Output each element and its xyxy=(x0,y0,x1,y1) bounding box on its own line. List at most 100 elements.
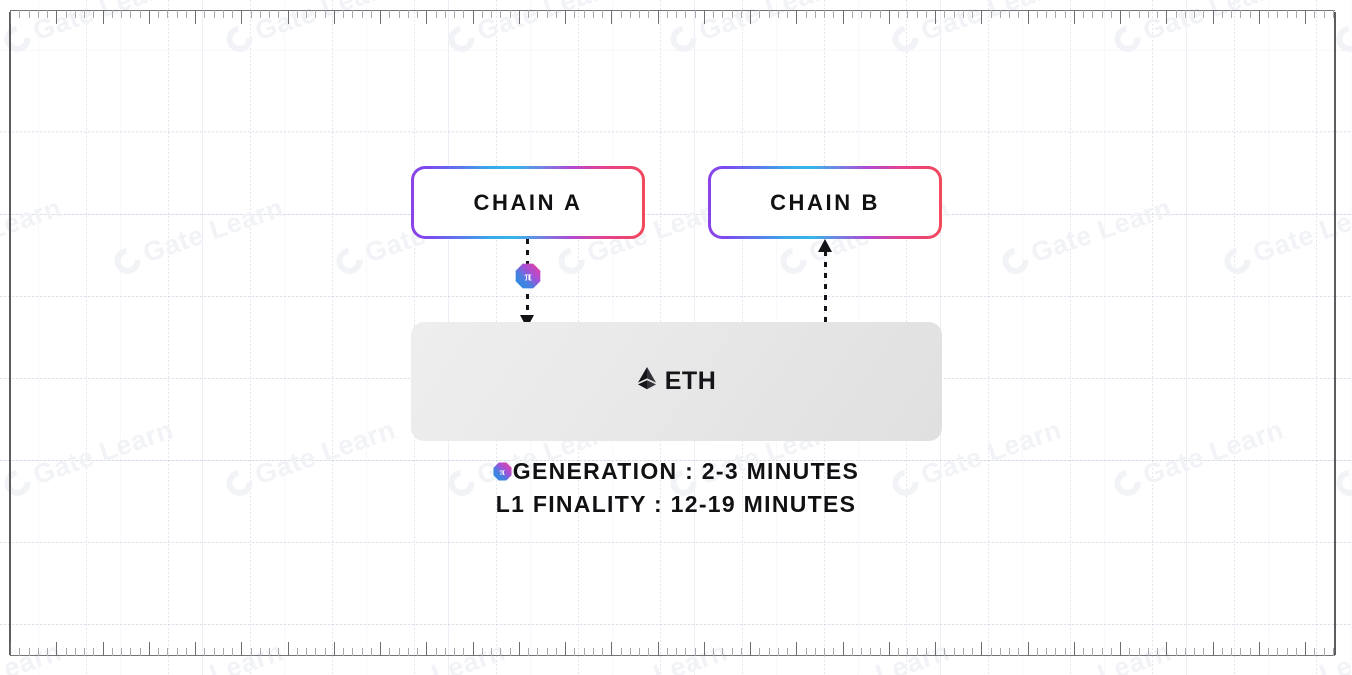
polygon-pi-icon: π xyxy=(515,263,541,289)
ruler-tick xyxy=(222,10,224,18)
ruler-tick xyxy=(611,10,613,24)
ruler-tick xyxy=(176,648,178,656)
ruler-tick xyxy=(731,648,733,656)
edge-eth-to-chain-b xyxy=(815,239,835,331)
node-eth[interactable]: ETH xyxy=(411,322,942,441)
node-eth-label: ETH xyxy=(664,367,717,395)
ruler-tick xyxy=(500,10,502,18)
gate-g-icon xyxy=(109,242,146,279)
ruler-tick xyxy=(232,648,233,656)
node-chain-b-inner: CHAIN B xyxy=(711,169,939,236)
ruler-tick xyxy=(19,648,21,656)
ruler-tick xyxy=(324,10,326,18)
node-chain-a[interactable]: CHAIN A xyxy=(411,166,645,239)
ruler-tick xyxy=(1277,648,1279,656)
ruler-tick xyxy=(278,10,280,18)
caption-line-2: L1 FINALITY : 12-19 MINUTES xyxy=(0,488,1352,521)
ruler-tick xyxy=(19,10,21,18)
ruler-tick xyxy=(1184,648,1186,656)
node-chain-b[interactable]: CHAIN B xyxy=(708,166,942,239)
ruler-tick xyxy=(1120,10,1121,24)
ruler-tick xyxy=(417,10,418,18)
ruler-tick xyxy=(1332,10,1334,18)
ruler-tick xyxy=(888,10,890,24)
caption-line-1: π GENERATION : 2-3 MINUTES xyxy=(0,455,1352,488)
ruler-tick xyxy=(444,10,446,18)
ruler-tick xyxy=(389,648,391,656)
ruler-bottom xyxy=(10,634,1335,656)
gate-g-icon xyxy=(1219,242,1256,279)
ruler-tick xyxy=(481,648,483,656)
ruler-tick xyxy=(787,648,788,656)
ruler-tick xyxy=(1295,10,1297,18)
ruler-tick xyxy=(1323,648,1325,656)
ruler-tick xyxy=(1064,648,1066,656)
ruler-tick xyxy=(1073,642,1075,656)
svg-text:π: π xyxy=(524,269,531,284)
ruler-tick xyxy=(972,648,973,656)
ruler-tick xyxy=(417,648,418,656)
ruler-tick xyxy=(1305,10,1306,24)
ruler-tick xyxy=(907,648,909,656)
arrow-head-up-icon xyxy=(818,239,832,252)
ruler-tick xyxy=(241,642,243,656)
ruler-tick xyxy=(759,10,761,18)
ruler-tick xyxy=(1018,648,1020,656)
ruler-tick xyxy=(1314,10,1316,18)
watermark: Gate Learn xyxy=(109,192,288,279)
ruler-tick xyxy=(1286,10,1288,18)
ruler-tick xyxy=(555,10,557,18)
ruler-tick xyxy=(380,642,381,656)
ruler-tick xyxy=(176,10,178,18)
ruler-tick xyxy=(195,10,196,24)
ruler-tick xyxy=(250,648,252,656)
ruler-tick xyxy=(574,10,576,18)
ruler-tick xyxy=(185,648,187,656)
ruler-tick xyxy=(518,10,520,24)
ruler-tick xyxy=(870,10,872,18)
ruler-tick xyxy=(139,10,141,18)
ruler-tick xyxy=(685,648,687,656)
ruler-tick xyxy=(842,10,844,24)
ruler-tick xyxy=(269,10,270,18)
ruler-tick xyxy=(1092,10,1094,18)
ruler-tick xyxy=(28,10,30,18)
ruler-tick xyxy=(1083,10,1084,18)
caption-line-1-text: GENERATION : 2-3 MINUTES xyxy=(512,458,860,484)
ruler-tick xyxy=(713,10,714,18)
ruler-tick xyxy=(962,10,964,18)
ruler-tick xyxy=(750,10,751,24)
caption-line-2-text: L1 FINALITY : 12-19 MINUTES xyxy=(495,491,857,517)
ruler-tick xyxy=(296,648,298,656)
ruler-tick xyxy=(407,10,409,18)
ruler-tick xyxy=(1194,10,1195,18)
ruler-tick xyxy=(148,10,150,24)
ruler-tick xyxy=(694,648,696,656)
ruler-tick xyxy=(694,10,696,18)
ruler-tick xyxy=(870,648,872,656)
ruler-tick xyxy=(1092,648,1094,656)
ruler-tick xyxy=(768,10,770,18)
ruler-tick xyxy=(574,648,576,656)
ruler-tick xyxy=(777,10,779,18)
ruler-tick xyxy=(278,648,280,656)
ruler-tick xyxy=(657,642,659,656)
ruler-tick xyxy=(981,642,983,656)
ruler-tick xyxy=(703,642,705,656)
ruler-tick xyxy=(463,10,465,18)
grid-guide-col xyxy=(86,0,87,675)
ruler-tick xyxy=(509,10,511,18)
ruler-tick xyxy=(1166,10,1168,24)
frame-left-border xyxy=(9,12,11,655)
ruler-tick xyxy=(111,648,113,656)
grid-guide-col xyxy=(1152,0,1153,675)
ruler-tick xyxy=(805,648,807,656)
ruler-tick xyxy=(602,10,603,18)
grid-guide-col xyxy=(1070,0,1071,675)
ruler-tick xyxy=(592,10,594,18)
ruler-tick xyxy=(518,642,520,656)
grid-guide-row xyxy=(0,542,1352,543)
ruler-tick xyxy=(398,10,400,18)
grid-guide-col xyxy=(1316,0,1317,675)
